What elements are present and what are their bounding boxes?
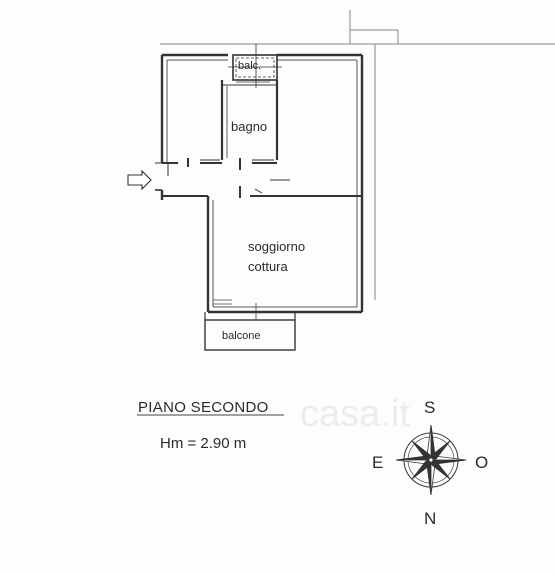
room-label-bathroom: bagno: [231, 119, 268, 134]
compass-label-top: S: [424, 398, 436, 417]
watermark-logo: casa.it: [300, 393, 410, 435]
compass-label-bottom: N: [424, 509, 437, 528]
bathroom-walls: [220, 80, 279, 160]
room-label-living: soggiorno: [248, 239, 306, 254]
compass-label-right: O: [475, 453, 489, 472]
corridor-walls: [162, 158, 362, 198]
balcony-outline: [204, 312, 296, 351]
compass-rose-icon: [395, 424, 467, 496]
room-label-balcony: balcone: [222, 330, 261, 342]
room-label-kitchen: cottura: [248, 259, 288, 274]
entry-arrow-icon: [127, 169, 152, 191]
entrance-door: [155, 162, 169, 191]
inner-wall-lines: [166, 59, 358, 308]
room-label-small-balcony: balc.: [238, 60, 262, 72]
living-window: [213, 299, 257, 320]
floor-title: PIANO SECONDO: [138, 399, 269, 416]
compass-label-left: E: [372, 453, 384, 472]
adjacent-building-lines: [160, 10, 555, 300]
ceiling-height: Hm = 2.90 m: [160, 435, 247, 452]
outer-walls: [160, 53, 364, 314]
small-balcony: [228, 44, 282, 88]
